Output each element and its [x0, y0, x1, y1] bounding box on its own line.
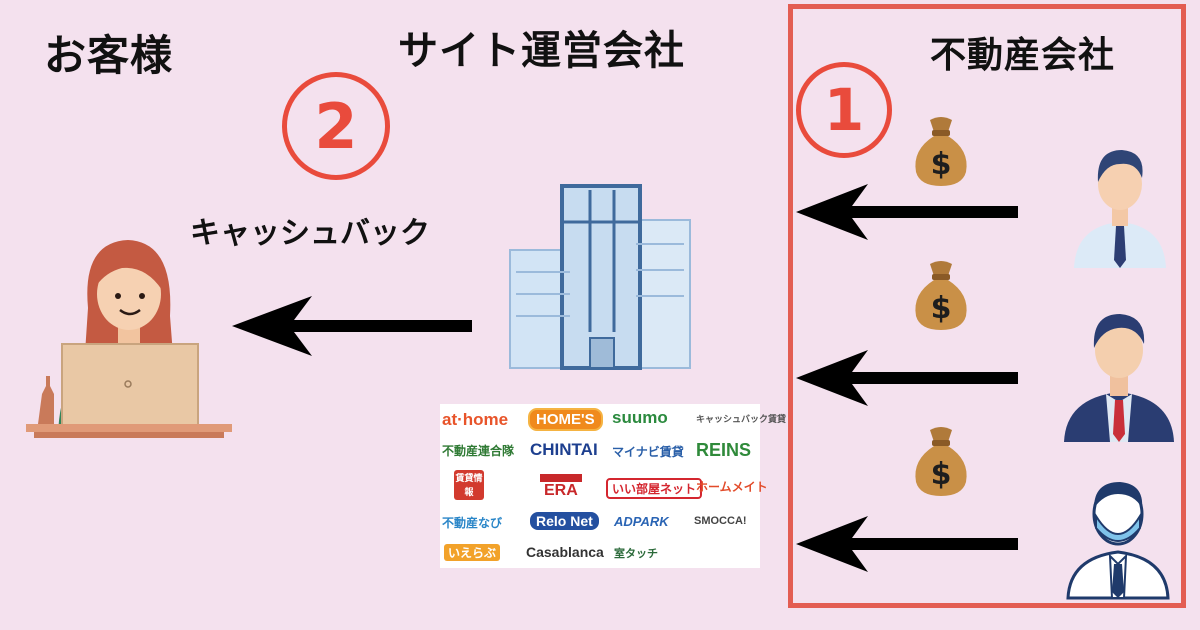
- logo-chintai-joho: 賃貸情報: [454, 470, 484, 500]
- businessman-2-icon: [1064, 314, 1174, 442]
- real-estate-frame: [788, 4, 1186, 608]
- logo-smocca: SMOCCA!: [694, 515, 747, 527]
- cashback-label: キャッシュバック: [190, 216, 430, 251]
- logo-adpark: ADPARK: [614, 514, 669, 529]
- office-building-icon: [509, 184, 691, 370]
- logo-chintai: CHINTAI: [530, 440, 598, 459]
- logo-ii-heya-net: いい部屋ネット: [606, 478, 703, 499]
- businessman-3-icon: [1066, 482, 1170, 600]
- step-2-number: 2: [314, 89, 358, 163]
- logo-cashback-chintai: キャッシュバック賃貸: [696, 414, 787, 424]
- logo-era: ERA: [540, 474, 582, 500]
- logo-casablanca: Casablanca: [526, 544, 604, 560]
- businessman-1-icon: [1074, 150, 1166, 268]
- logo-fudosan-rengotai: 不動産連合隊: [442, 444, 515, 458]
- logo-ierabu: いえらぶ: [444, 544, 501, 561]
- customer-woman-icon: [26, 240, 232, 438]
- money-symbol: $: [931, 291, 952, 326]
- logo-reins: REINS: [696, 440, 752, 460]
- arrow-to-customer-icon: [232, 296, 472, 356]
- arrow-payment-3-icon: [796, 516, 1018, 572]
- step-1-number: 1: [823, 76, 865, 144]
- money-bag-1-icon: $: [915, 117, 967, 186]
- portal-logos-panel: at·home HOME'S suumo キャッシュバック賃貸 不動産連合隊 C…: [440, 404, 786, 568]
- site-operator-heading: サイト運営会社: [398, 28, 685, 74]
- money-bag-3-icon: $: [915, 427, 967, 496]
- logo-fudosan-navi: 不動産なび: [442, 516, 503, 530]
- logo-mynavi: マイナビ賃貸: [612, 445, 684, 459]
- step-2-circle: 2: [282, 72, 390, 180]
- arrow-payment-1-icon: [796, 184, 1018, 240]
- money-symbol: $: [931, 147, 952, 182]
- real-estate-heading: 不動産会社: [930, 35, 1116, 76]
- arrow-payment-2-icon: [796, 350, 1018, 406]
- logo-suumo: suumo: [612, 408, 668, 427]
- step-1-circle: 1: [796, 62, 892, 158]
- logo-relonet: Relo Net: [530, 512, 599, 530]
- money-symbol: $: [931, 457, 952, 492]
- money-bag-2-icon: $: [915, 261, 967, 330]
- logo-heya-touch: 室タッチ: [614, 548, 658, 560]
- logo-homes: HOME'S: [528, 408, 603, 431]
- customer-heading: お客様: [44, 31, 174, 80]
- logo-homemate: ホームメイト: [696, 480, 768, 494]
- logo-athome: at·home: [442, 410, 509, 429]
